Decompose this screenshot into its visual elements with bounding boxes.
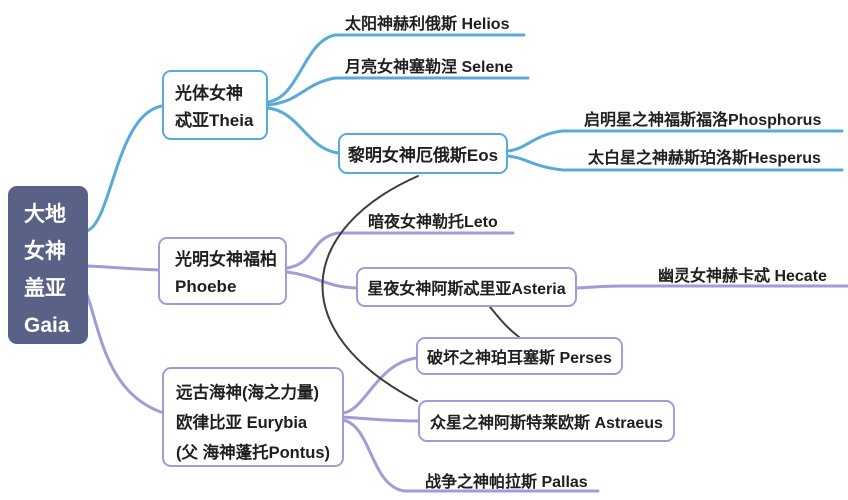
node-leto[interactable]: 暗夜女神勒托Leto [368,214,498,231]
relation-edge-eos-astraeus [321,175,419,402]
edge-phoebe-leto [285,231,515,270]
edge-theia-helios [266,33,526,104]
node-helios[interactable]: 太阳神赫利俄斯 Helios [345,16,510,33]
node-hecate[interactable]: 幽灵女神赫卡忒 Hecate [658,268,827,285]
node-pallas[interactable]: 战争之神帕拉斯 Pallas [425,474,588,491]
edge-asteria-hecate [575,284,848,290]
node-label-line: Gaia [24,314,70,337]
node-astraeus[interactable]: 众星之神阿斯特莱欧斯 Astraeus [418,400,675,442]
edge-eurybia-pallas [341,418,600,493]
node-label-line: Phoebe [175,277,237,296]
node-label-line: 光体女神 [175,84,243,103]
edge-eurybia-perses [341,356,418,415]
relation-edge-asteria-perses [489,306,520,338]
edge-gaia-theia [85,104,164,233]
node-selene[interactable]: 月亮女神塞勒涅 Selene [345,59,514,76]
node-phoebe[interactable]: 光明女神福柏 Phoebe [158,237,287,305]
node-label-line: 大地 [24,203,66,226]
edge-eos-hesperus [506,154,844,172]
edge-theia-selene [266,76,530,107]
node-gaia[interactable]: 大地 女神 盖亚 Gaia [8,186,88,344]
edge-gaia-eurybia [85,293,163,414]
edge-theia-eos [266,106,340,155]
node-phosphorus[interactable]: 启明星之神福斯福洛Phosphorus [584,112,822,129]
node-label-line: 远古海神(海之力量) [176,384,319,402]
node-label-line: 忒亚Theia [175,111,254,130]
edge-eos-phosphorus [506,129,844,153]
node-theia[interactable]: 光体女神 忒亚Theia [162,70,268,140]
node-eos[interactable]: 黎明女神厄俄斯Eos [338,133,508,174]
node-label-line: (父 海神蓬托Pontus) [176,444,330,462]
node-label-line: 盖亚 [24,277,66,300]
node-hesperus[interactable]: 太白星之神赫斯珀洛斯Hesperus [588,150,821,167]
node-label-line: 女神 [24,240,66,263]
node-label-line: 欧律比亚 Eurybia [176,414,308,432]
node-asteria[interactable]: 星夜女神阿斯忒里亚Asteria [356,267,577,307]
node-label-line: 光明女神福柏 [175,250,277,269]
node-eurybia[interactable]: 远古海神(海之力量) 欧律比亚 Eurybia (父 海神蓬托Pontus) [162,367,344,467]
edge-gaia-phoebe [85,264,162,272]
edge-eurybia-astraeus [341,415,420,423]
node-perses[interactable]: 破坏之神珀耳塞斯 Perses [416,337,623,375]
